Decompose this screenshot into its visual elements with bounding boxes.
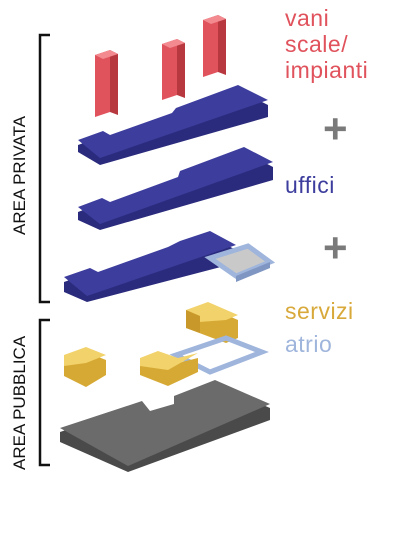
private-area-label: AREA PRIVATA	[10, 115, 29, 235]
services-block	[64, 347, 106, 387]
legend-stairs-line3: impianti	[285, 57, 368, 83]
stair-shaft	[162, 39, 185, 100]
ground-floor-slab	[60, 380, 270, 472]
services-block	[140, 351, 198, 386]
services-block	[186, 302, 238, 343]
legend-stairs-line1: vani	[285, 5, 329, 31]
plus-icon: +	[323, 224, 348, 271]
stair-shaft	[203, 15, 226, 77]
plus-icon: +	[323, 105, 348, 152]
public-area-label: AREA PUBBLICA	[10, 335, 29, 470]
atrium-void	[204, 243, 276, 282]
public-area-bracket	[38, 318, 50, 467]
stair-shaft	[95, 50, 118, 117]
office-floor-slab	[64, 231, 236, 302]
atrium-frame	[169, 335, 269, 375]
office-floor-slab	[78, 147, 273, 230]
legend-atrium: atrio	[285, 331, 332, 357]
office-floor-slab	[78, 85, 268, 165]
stair-shafts	[95, 15, 226, 117]
legend-stairs-line2: scale/	[285, 31, 348, 57]
private-area-bracket	[38, 33, 50, 304]
legend-services: servizi	[285, 298, 354, 324]
legend-offices: uffici	[285, 172, 335, 198]
